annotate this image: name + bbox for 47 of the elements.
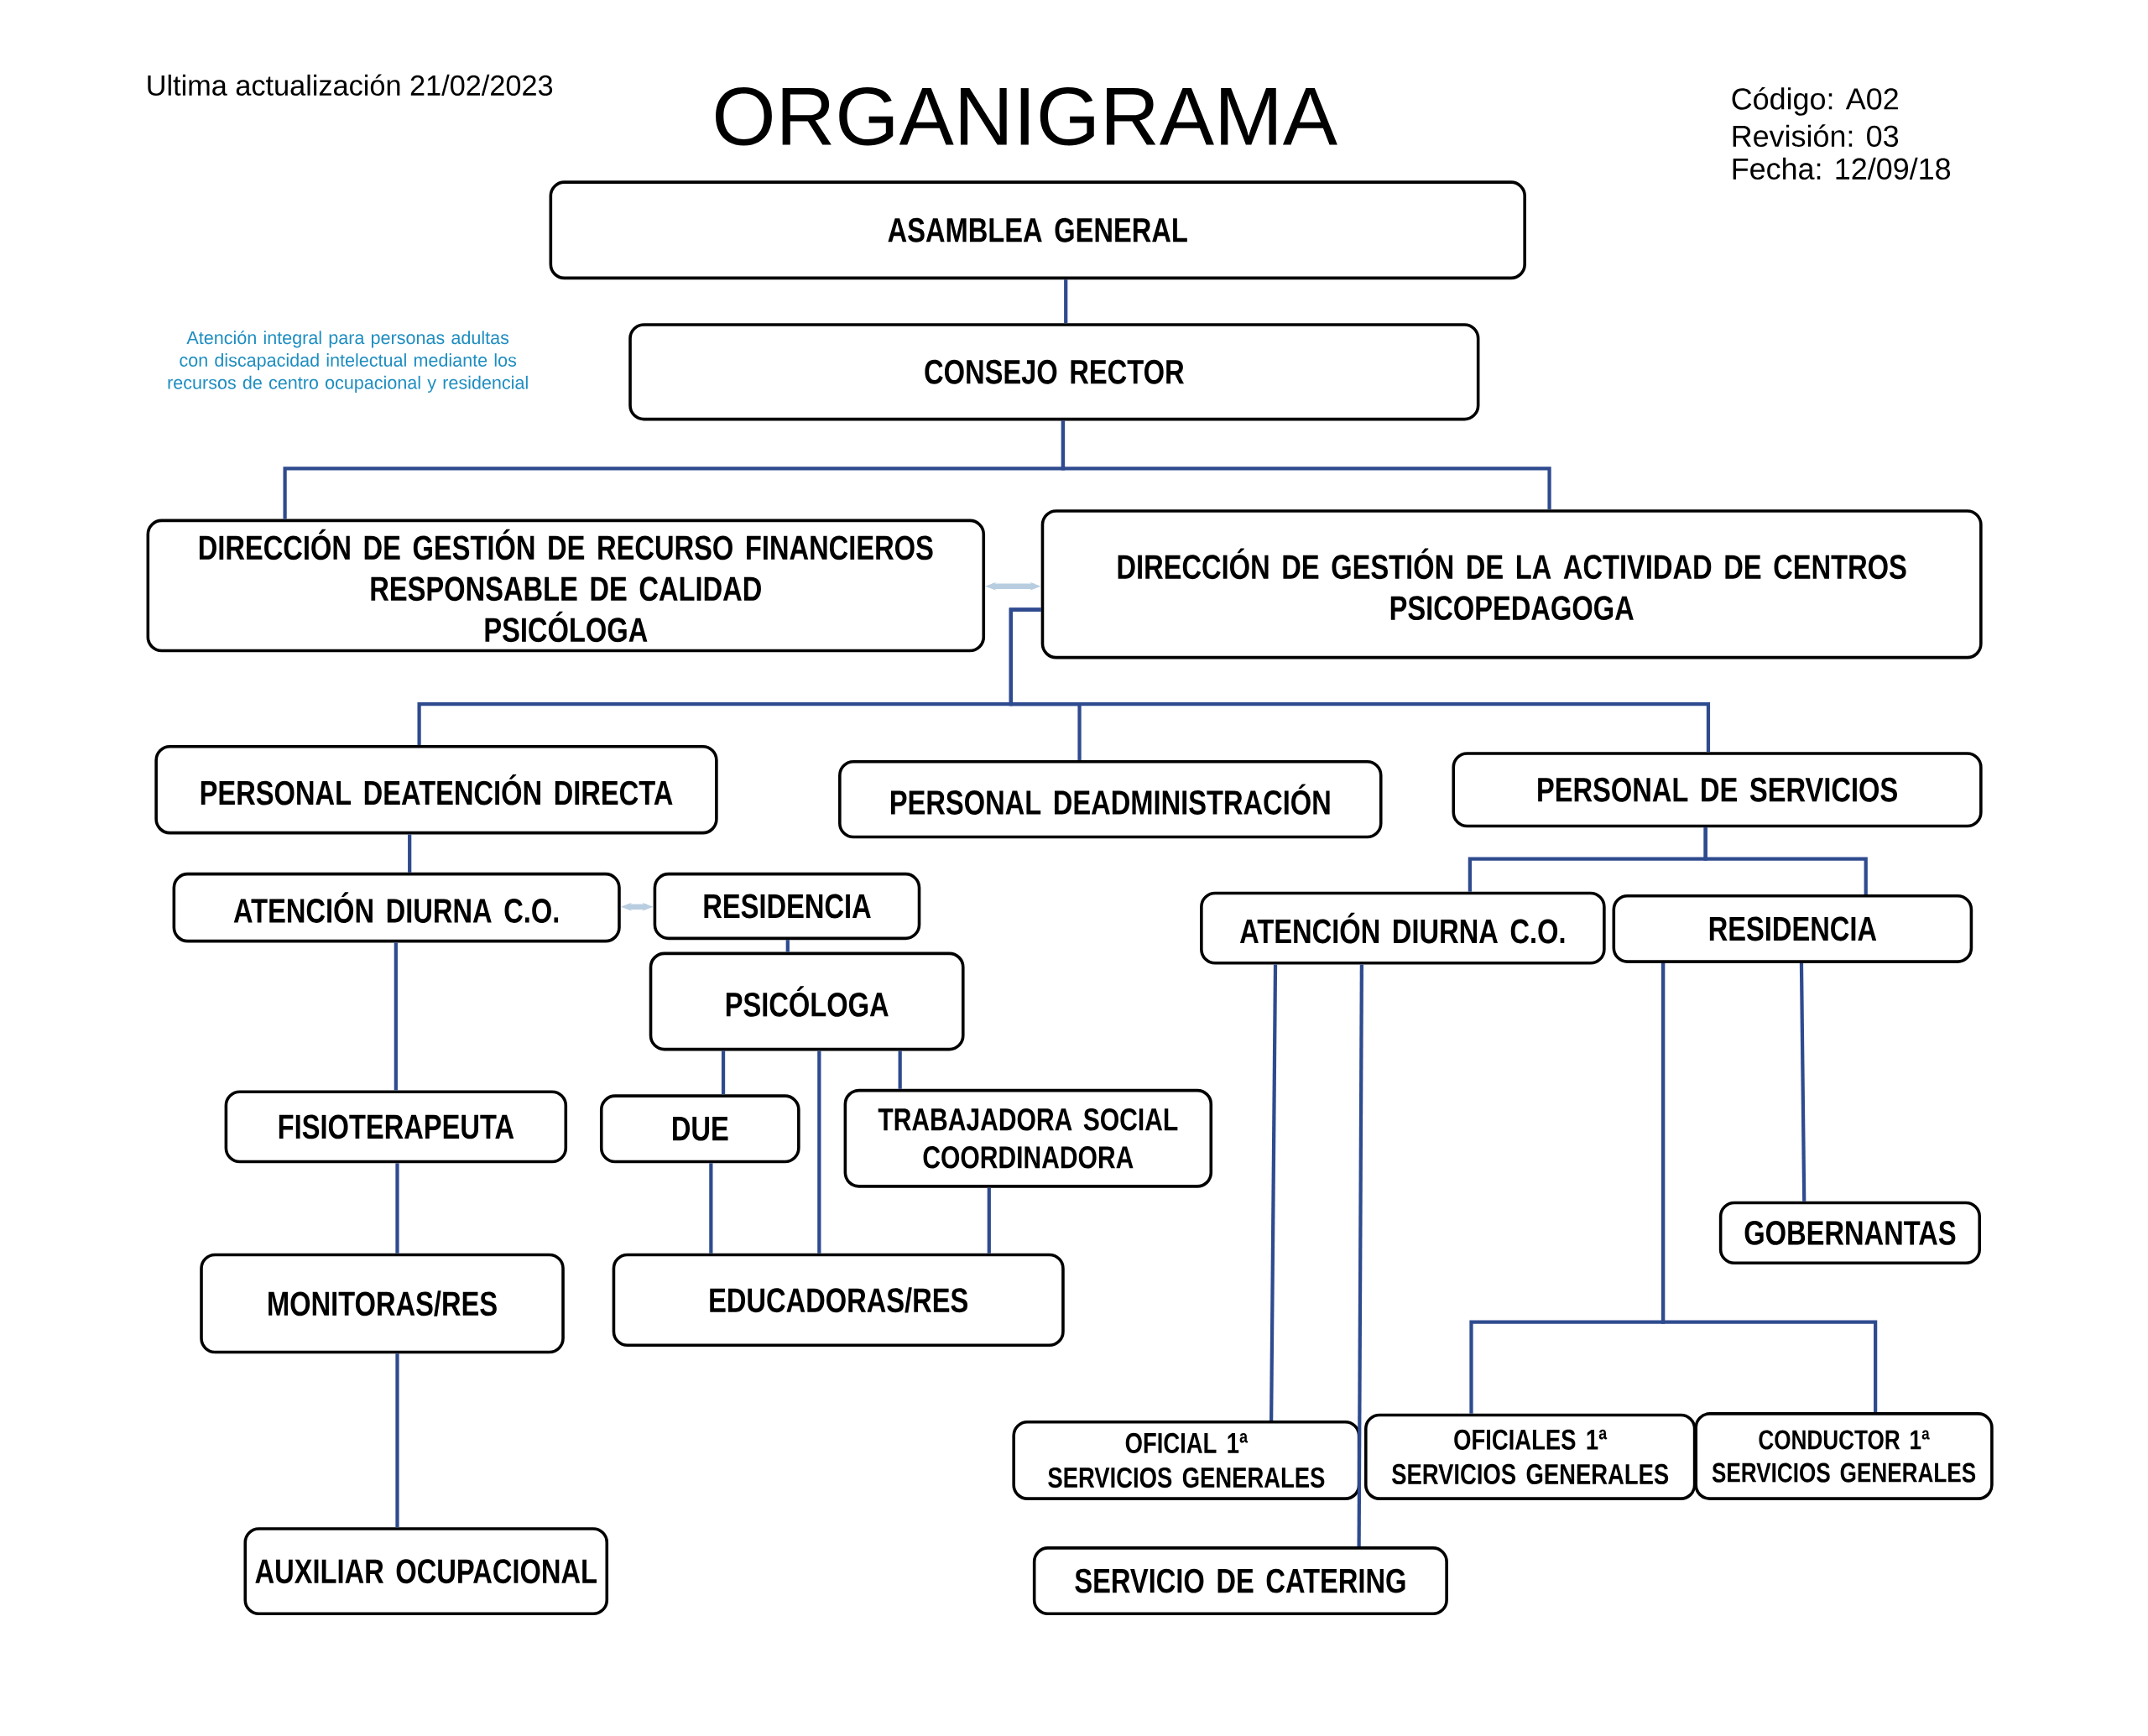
- org-box: PERSONAL DEATENCIÓN DIRECTA: [154, 745, 718, 835]
- org-box: ATENCIÓN DIURNA C.O.: [1200, 891, 1606, 965]
- org-box: MONITORAS/RES: [200, 1253, 565, 1354]
- title: ORGANIGRAMA: [716, 87, 1337, 146]
- org-box: PERSONAL DE SERVICIOS: [1452, 752, 1983, 828]
- connector: [1703, 827, 1868, 895]
- connector: [1064, 279, 1068, 324]
- connector: [394, 942, 398, 1091]
- connector: [1661, 963, 1878, 1413]
- org-box: TRABAJADORA SOCIAL COORDINADORA: [843, 1089, 1213, 1188]
- connector: [709, 1163, 713, 1254]
- org-box: PSICÓLOGA: [649, 951, 965, 1051]
- org-box: ASAMBLEA GENERAL: [549, 180, 1526, 280]
- org-box: EDUCADORAS/RES: [612, 1253, 1065, 1348]
- connector: [395, 1353, 399, 1528]
- document-code: Revisión: 03: [1733, 124, 1899, 148]
- connector: [1799, 963, 1807, 1202]
- update-note: Ultima actualización 21/02/2023: [148, 74, 553, 96]
- org-box: SERVICIO DE CATERING: [1032, 1546, 1448, 1616]
- org-box: RESIDENCIA: [653, 873, 921, 941]
- org-box: ATENCIÓN DIURNA C.O.: [172, 873, 621, 943]
- org-box: GOBERNANTAS: [1718, 1201, 1981, 1265]
- org-box: DIRECCIÓN DE GESTIÓN DE LA ACTIVIDAD DE CENTROS PSICOPEDAGOGA: [1040, 509, 1983, 659]
- org-box: DUE: [599, 1094, 800, 1164]
- connector: [1061, 420, 1551, 510]
- org-box: OFICIALES 1ª SERVICIOS GENERALES: [1364, 1413, 1697, 1501]
- connector: [1357, 964, 1363, 1547]
- tagline: Atención integral para personas adultas con discapacidad intelectual mediante los recursos de centro ocupacional y residencial: [168, 331, 528, 394]
- connector: [785, 940, 790, 952]
- connector: [1009, 607, 1711, 753]
- org-box: RESIDENCIA: [1612, 894, 1973, 964]
- document-code: Fecha: 12/09/18: [1733, 157, 1950, 180]
- document-code: Código: A02: [1732, 87, 1898, 116]
- connector: [395, 1163, 399, 1254]
- connector: [408, 834, 412, 873]
- org-box: FISIOTERAPEUTA: [224, 1090, 568, 1164]
- org-box: DIRECCIÓN DE GESTIÓN DE RECURSO FINANCIEROS RESPONSABLE DE CALIDAD PSICÓLOGA: [146, 519, 986, 653]
- org-box: CONDUCTOR 1ª SERVICIOS GENERALES: [1694, 1412, 1994, 1501]
- connector: [817, 1050, 821, 1254]
- org-box: AUXILIAR OCUPACIONAL: [243, 1527, 609, 1616]
- connector: [898, 1050, 902, 1090]
- connector: [987, 1187, 991, 1254]
- connector: [721, 1050, 726, 1095]
- org-box: CONSEJO RECTOR: [628, 323, 1480, 421]
- org-box: OFICIAL 1ª SERVICIOS GENERALES: [1012, 1421, 1361, 1501]
- connector: [1270, 964, 1278, 1421]
- org-box: PERSONAL DEADMINISTRACIÓN: [838, 760, 1383, 839]
